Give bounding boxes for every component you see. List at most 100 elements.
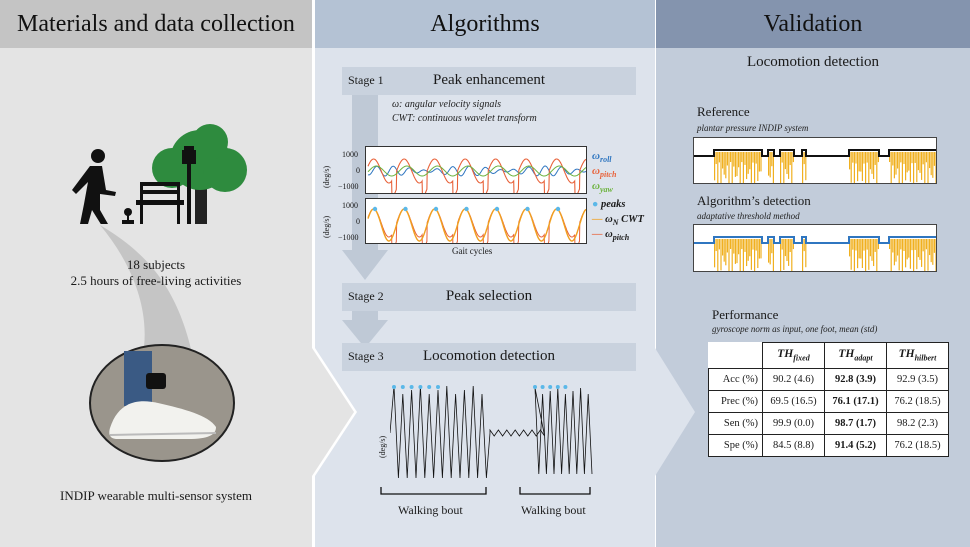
pressure-bar bbox=[730, 152, 732, 163]
pressure-bar bbox=[726, 239, 728, 253]
stage3-bar: Stage 3 Locomotion detection bbox=[342, 343, 636, 371]
stage2-bar: Stage 2 Peak selection bbox=[342, 283, 636, 311]
pressure-bar bbox=[752, 239, 754, 250]
pressure-bar bbox=[714, 152, 716, 181]
cell-bold: 76.1 (17.1) bbox=[824, 390, 887, 413]
materials-header-title: Materials and data collection bbox=[17, 10, 295, 37]
plot1-ylabel: (deg/s) bbox=[322, 165, 331, 188]
pressure-bar bbox=[772, 239, 774, 271]
tree-icon bbox=[152, 124, 247, 225]
plot2-tick-top: 1000 bbox=[342, 201, 358, 210]
yaw-signal bbox=[367, 165, 586, 177]
pressure-bar bbox=[917, 239, 919, 258]
legend-peaks: ● peaks bbox=[592, 199, 626, 210]
peak-marker bbox=[436, 385, 440, 389]
pressure-bar bbox=[789, 152, 791, 166]
pressure-bar bbox=[897, 239, 899, 256]
legend-yaw: ωyaw bbox=[592, 180, 613, 195]
pressure-bar bbox=[917, 152, 919, 171]
pressure-bar bbox=[929, 152, 931, 169]
pressure-bar bbox=[733, 239, 735, 254]
pressure-bar bbox=[757, 239, 759, 269]
cell-bold: 92.8 (3.9) bbox=[824, 368, 887, 391]
pressure-bar bbox=[866, 152, 868, 163]
pressure-bar bbox=[746, 152, 748, 180]
pressure-bar bbox=[855, 152, 857, 164]
walking-bout-brackets bbox=[380, 487, 591, 495]
pressure-bar bbox=[857, 239, 859, 269]
pressure-bar bbox=[728, 152, 730, 183]
pressure-bar bbox=[909, 239, 911, 269]
pressure-bar bbox=[852, 239, 854, 250]
pressure-bar bbox=[736, 152, 738, 177]
pressure-bar bbox=[754, 239, 756, 271]
pressure-bar bbox=[780, 152, 782, 183]
performance-table: THfixed THadapt THhilbert Acc (%) 90.2 (… bbox=[708, 342, 949, 457]
cwt-signal bbox=[367, 208, 586, 242]
plot1-tick-top: 1000 bbox=[342, 150, 358, 159]
pressure-bar bbox=[803, 239, 805, 252]
pressure-bar bbox=[871, 152, 873, 174]
legend-pitch2: — ωpitch bbox=[592, 229, 630, 243]
pressure-bar bbox=[930, 239, 932, 263]
peak-marker bbox=[533, 385, 537, 389]
pressure-bar bbox=[853, 152, 855, 183]
pressure-bar bbox=[855, 239, 857, 251]
pressure-bar bbox=[877, 239, 879, 250]
subjects-text: 18 subjects bbox=[126, 257, 186, 272]
pressure-bar bbox=[791, 152, 793, 183]
pressure-bar bbox=[898, 152, 900, 183]
pressure-bar bbox=[922, 152, 924, 165]
algorithms-chevron bbox=[640, 48, 695, 547]
pressure-bar bbox=[723, 239, 725, 262]
pressure-bar bbox=[850, 152, 852, 183]
roll-signal bbox=[367, 165, 586, 177]
pressure-bar bbox=[871, 239, 873, 261]
pressure-bar bbox=[746, 239, 748, 267]
pressure-bar bbox=[757, 152, 759, 182]
pressure-bar bbox=[877, 152, 879, 163]
pressure-bar bbox=[781, 239, 783, 250]
pressure-bar bbox=[768, 152, 770, 176]
stage1-label: Stage 1 bbox=[348, 73, 384, 87]
col-th-hilbert: THhilbert bbox=[886, 342, 949, 369]
peak-marker bbox=[433, 206, 439, 212]
plot2-legend: ● peaks — ωN CWT — ωpitch bbox=[592, 199, 644, 244]
plot1-axes bbox=[365, 146, 587, 194]
pressure-bar bbox=[889, 239, 891, 250]
pressure-bar bbox=[911, 152, 913, 164]
reference-subtitle: plantar pressure INDIP system bbox=[697, 123, 809, 133]
pressure-bar bbox=[865, 152, 867, 183]
stage2-label: Stage 2 bbox=[348, 289, 384, 303]
pressure-bar bbox=[924, 152, 926, 183]
pressure-bar bbox=[932, 152, 934, 178]
pressure-bar bbox=[932, 239, 934, 265]
pressure-bar bbox=[849, 152, 851, 170]
pressure-bar bbox=[718, 152, 720, 163]
plot1-tick-bot: −1000 bbox=[338, 182, 359, 191]
park-bench-icon bbox=[136, 182, 184, 224]
hours-text: 2.5 hours of free-living activities bbox=[70, 273, 242, 288]
pressure-bar bbox=[726, 152, 728, 166]
pressure-bar bbox=[929, 239, 931, 256]
pressure-bar bbox=[903, 239, 905, 252]
pressure-bar bbox=[916, 239, 918, 270]
cell: 90.2 (4.6) bbox=[762, 368, 825, 391]
cell-bold: 91.4 (5.2) bbox=[824, 434, 887, 457]
legend-roll: ωroll bbox=[592, 150, 612, 165]
pressure-bar bbox=[916, 152, 918, 183]
pressure-bar bbox=[720, 239, 722, 271]
pressure-bar bbox=[733, 152, 735, 167]
pressure-bar bbox=[895, 152, 897, 175]
stage3-title: Locomotion detection bbox=[422, 348, 556, 364]
pressure-bar bbox=[771, 152, 773, 167]
pressure-bar bbox=[900, 152, 902, 163]
pressure-bar bbox=[893, 239, 895, 266]
row-metric: Prec (%) bbox=[708, 390, 763, 413]
pressure-bar bbox=[924, 239, 926, 271]
peak-marker bbox=[372, 206, 378, 212]
pressure-bar bbox=[869, 239, 871, 257]
pressure-bar bbox=[909, 152, 911, 182]
stage3-label: Stage 3 bbox=[348, 349, 384, 363]
peak-marker bbox=[392, 385, 396, 389]
